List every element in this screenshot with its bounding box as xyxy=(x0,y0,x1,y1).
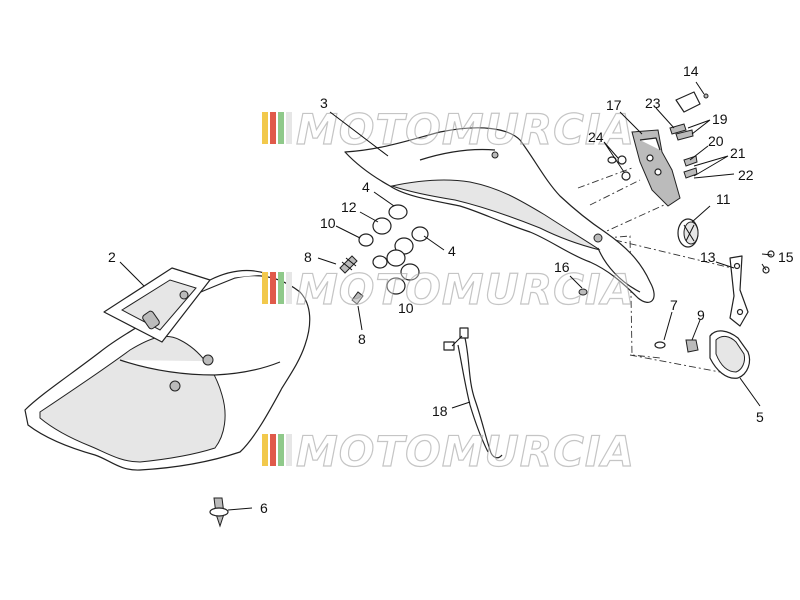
part-18-wiring xyxy=(443,327,503,459)
callout-14: 14 xyxy=(683,63,699,79)
callout-18: 18 xyxy=(432,403,448,419)
small-fasteners xyxy=(578,156,699,353)
callout-4-lower: 4 xyxy=(448,243,456,259)
callout-15: 15 xyxy=(778,249,794,265)
part-11-reflector xyxy=(677,218,699,248)
part-8-screws xyxy=(339,255,364,305)
watermark-top: MOTOMURCIA xyxy=(262,104,635,155)
callout-10-lower: 10 xyxy=(398,300,414,316)
callout-24: 24 xyxy=(588,129,604,145)
callout-labels: 2 3 4 4 5 6 7 8 8 9 10 10 11 12 13 14 15… xyxy=(108,63,794,516)
callout-3: 3 xyxy=(320,95,328,111)
part-5-plate-light xyxy=(709,330,751,379)
callout-11: 11 xyxy=(716,191,731,207)
rear-undertray xyxy=(24,270,311,471)
callout-4-upper: 4 xyxy=(362,179,370,195)
watermark-text: MOTOMURCIA xyxy=(296,265,635,314)
callout-21: 21 xyxy=(730,145,746,161)
grommet-set xyxy=(358,204,429,295)
callout-23: 23 xyxy=(645,95,661,111)
part-3-rear-fender xyxy=(344,127,655,303)
callout-17: 17 xyxy=(606,97,622,113)
callout-2: 2 xyxy=(108,249,116,265)
part-13-bracket xyxy=(729,250,775,327)
callout-22: 22 xyxy=(738,167,754,183)
callout-5: 5 xyxy=(756,409,764,425)
watermark-text: MOTOMURCIA xyxy=(296,427,635,476)
callout-7: 7 xyxy=(670,297,678,313)
callout-19: 19 xyxy=(712,111,728,127)
leader-lines xyxy=(119,81,773,511)
part-17-bracket xyxy=(631,129,681,207)
small-screws xyxy=(617,91,709,181)
callout-8-lower: 8 xyxy=(358,331,366,347)
callout-12: 12 xyxy=(341,199,357,215)
callout-20: 20 xyxy=(708,133,724,149)
watermark-text: MOTOMURCIA xyxy=(296,105,635,154)
part-6-screw xyxy=(209,497,229,528)
callout-8-upper: 8 xyxy=(304,249,312,265)
callout-6: 6 xyxy=(260,500,268,516)
part-2-plate xyxy=(103,267,211,343)
callout-16: 16 xyxy=(554,259,570,275)
callout-10-upper: 10 xyxy=(320,215,336,231)
callout-9: 9 xyxy=(697,307,705,323)
watermark-bottom: MOTOMURCIA xyxy=(262,426,635,477)
callout-13: 13 xyxy=(700,249,716,265)
watermark-middle: MOTOMURCIA xyxy=(262,264,635,315)
